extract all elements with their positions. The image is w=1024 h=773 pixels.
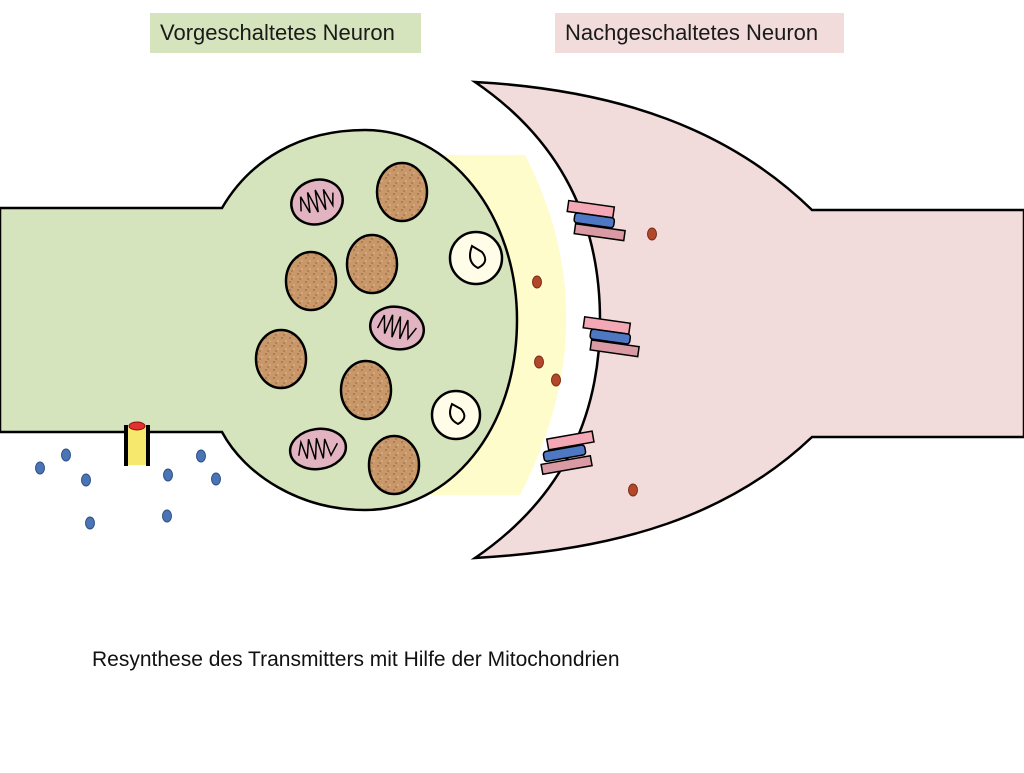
transmitter <box>628 483 638 497</box>
empty-vesicle <box>448 230 504 286</box>
vesicle <box>367 434 421 496</box>
transmitter <box>647 227 657 241</box>
ion <box>211 472 221 486</box>
postsynaptic-label: Nachgeschaltetes Neuron <box>555 13 844 53</box>
empty-vesicle <box>430 389 482 441</box>
mitochondrion <box>368 305 426 351</box>
ion <box>162 509 172 523</box>
presynaptic-label: Vorgeschaltetes Neuron <box>150 13 421 53</box>
vesicle <box>254 328 308 390</box>
ions <box>35 448 221 530</box>
ion <box>85 516 95 530</box>
mitochondrion <box>290 178 344 226</box>
filled-vesicles <box>254 161 429 496</box>
ion <box>196 449 206 463</box>
transmitter-molecules <box>532 227 657 497</box>
transmitter <box>534 355 544 369</box>
receptor <box>540 430 595 476</box>
postsynaptic-neuron <box>470 80 1024 560</box>
transmitter <box>551 373 561 387</box>
diagram-caption: Resynthese des Transmitters mit Hilfe de… <box>92 648 620 671</box>
ion <box>35 461 45 475</box>
ion <box>163 468 173 482</box>
transmitter <box>532 275 542 289</box>
ion-channel <box>124 421 150 466</box>
receptor <box>566 199 626 242</box>
receptor <box>582 315 640 358</box>
ion <box>61 448 71 462</box>
vesicle <box>375 161 429 223</box>
vesicle <box>345 233 399 295</box>
ion <box>81 473 91 487</box>
vesicle <box>284 250 338 312</box>
vesicle <box>339 359 393 421</box>
presynaptic-neuron <box>0 128 519 512</box>
mitochondrion <box>288 427 348 471</box>
